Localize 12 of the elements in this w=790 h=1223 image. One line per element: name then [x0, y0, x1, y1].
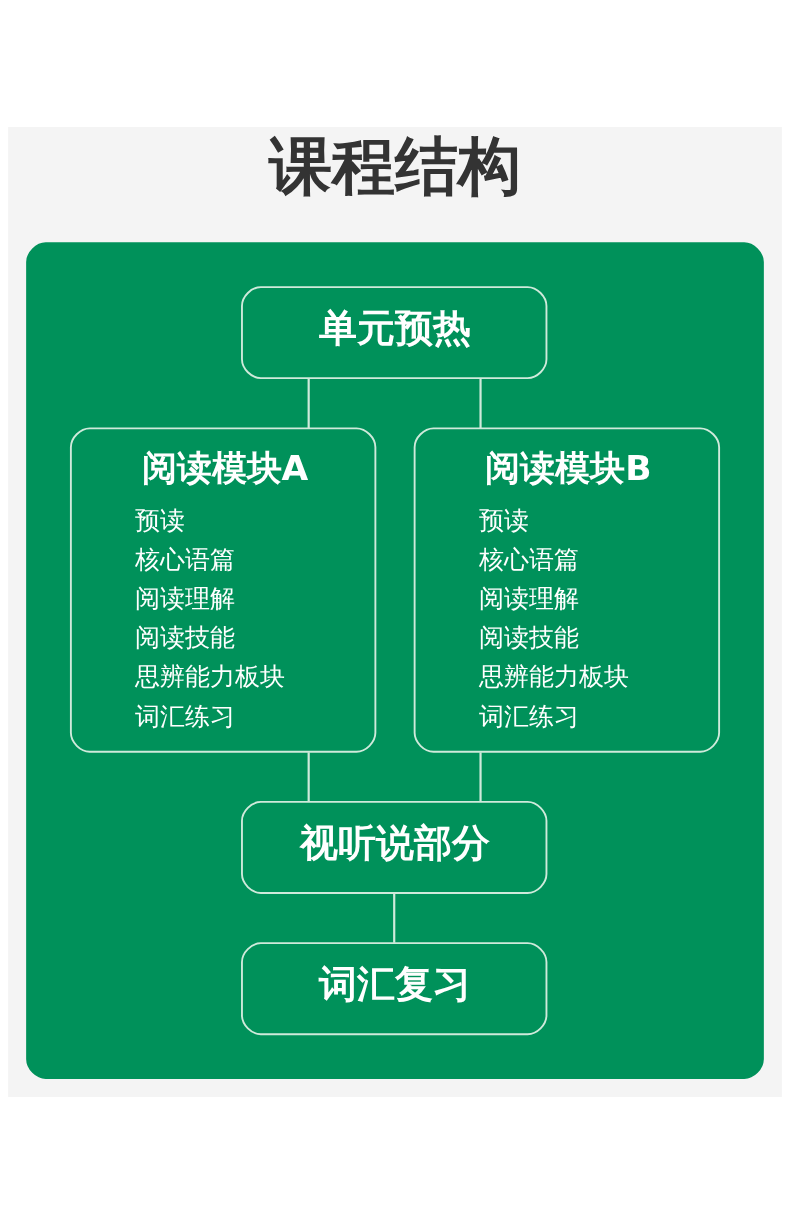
diagram-title: 课程结构	[269, 129, 522, 203]
connector	[307, 751, 310, 802]
node-box: 单元预热	[241, 285, 548, 379]
connector	[393, 893, 396, 943]
cluster	[26, 241, 764, 1079]
connector	[479, 751, 482, 802]
node-box: 视听说部分	[241, 800, 548, 894]
node-box: 词汇复习	[241, 941, 548, 1035]
node-box: 阅读模块B 预读 核心语篇 阅读理解 阅读技能 思辨能力板块 词汇练习	[413, 426, 721, 753]
connector	[479, 378, 482, 428]
connector	[307, 378, 310, 428]
node-box: 阅读模块A 预读 核心语篇 阅读理解 阅读技能 思辨能力板块 词汇练习	[69, 426, 377, 753]
